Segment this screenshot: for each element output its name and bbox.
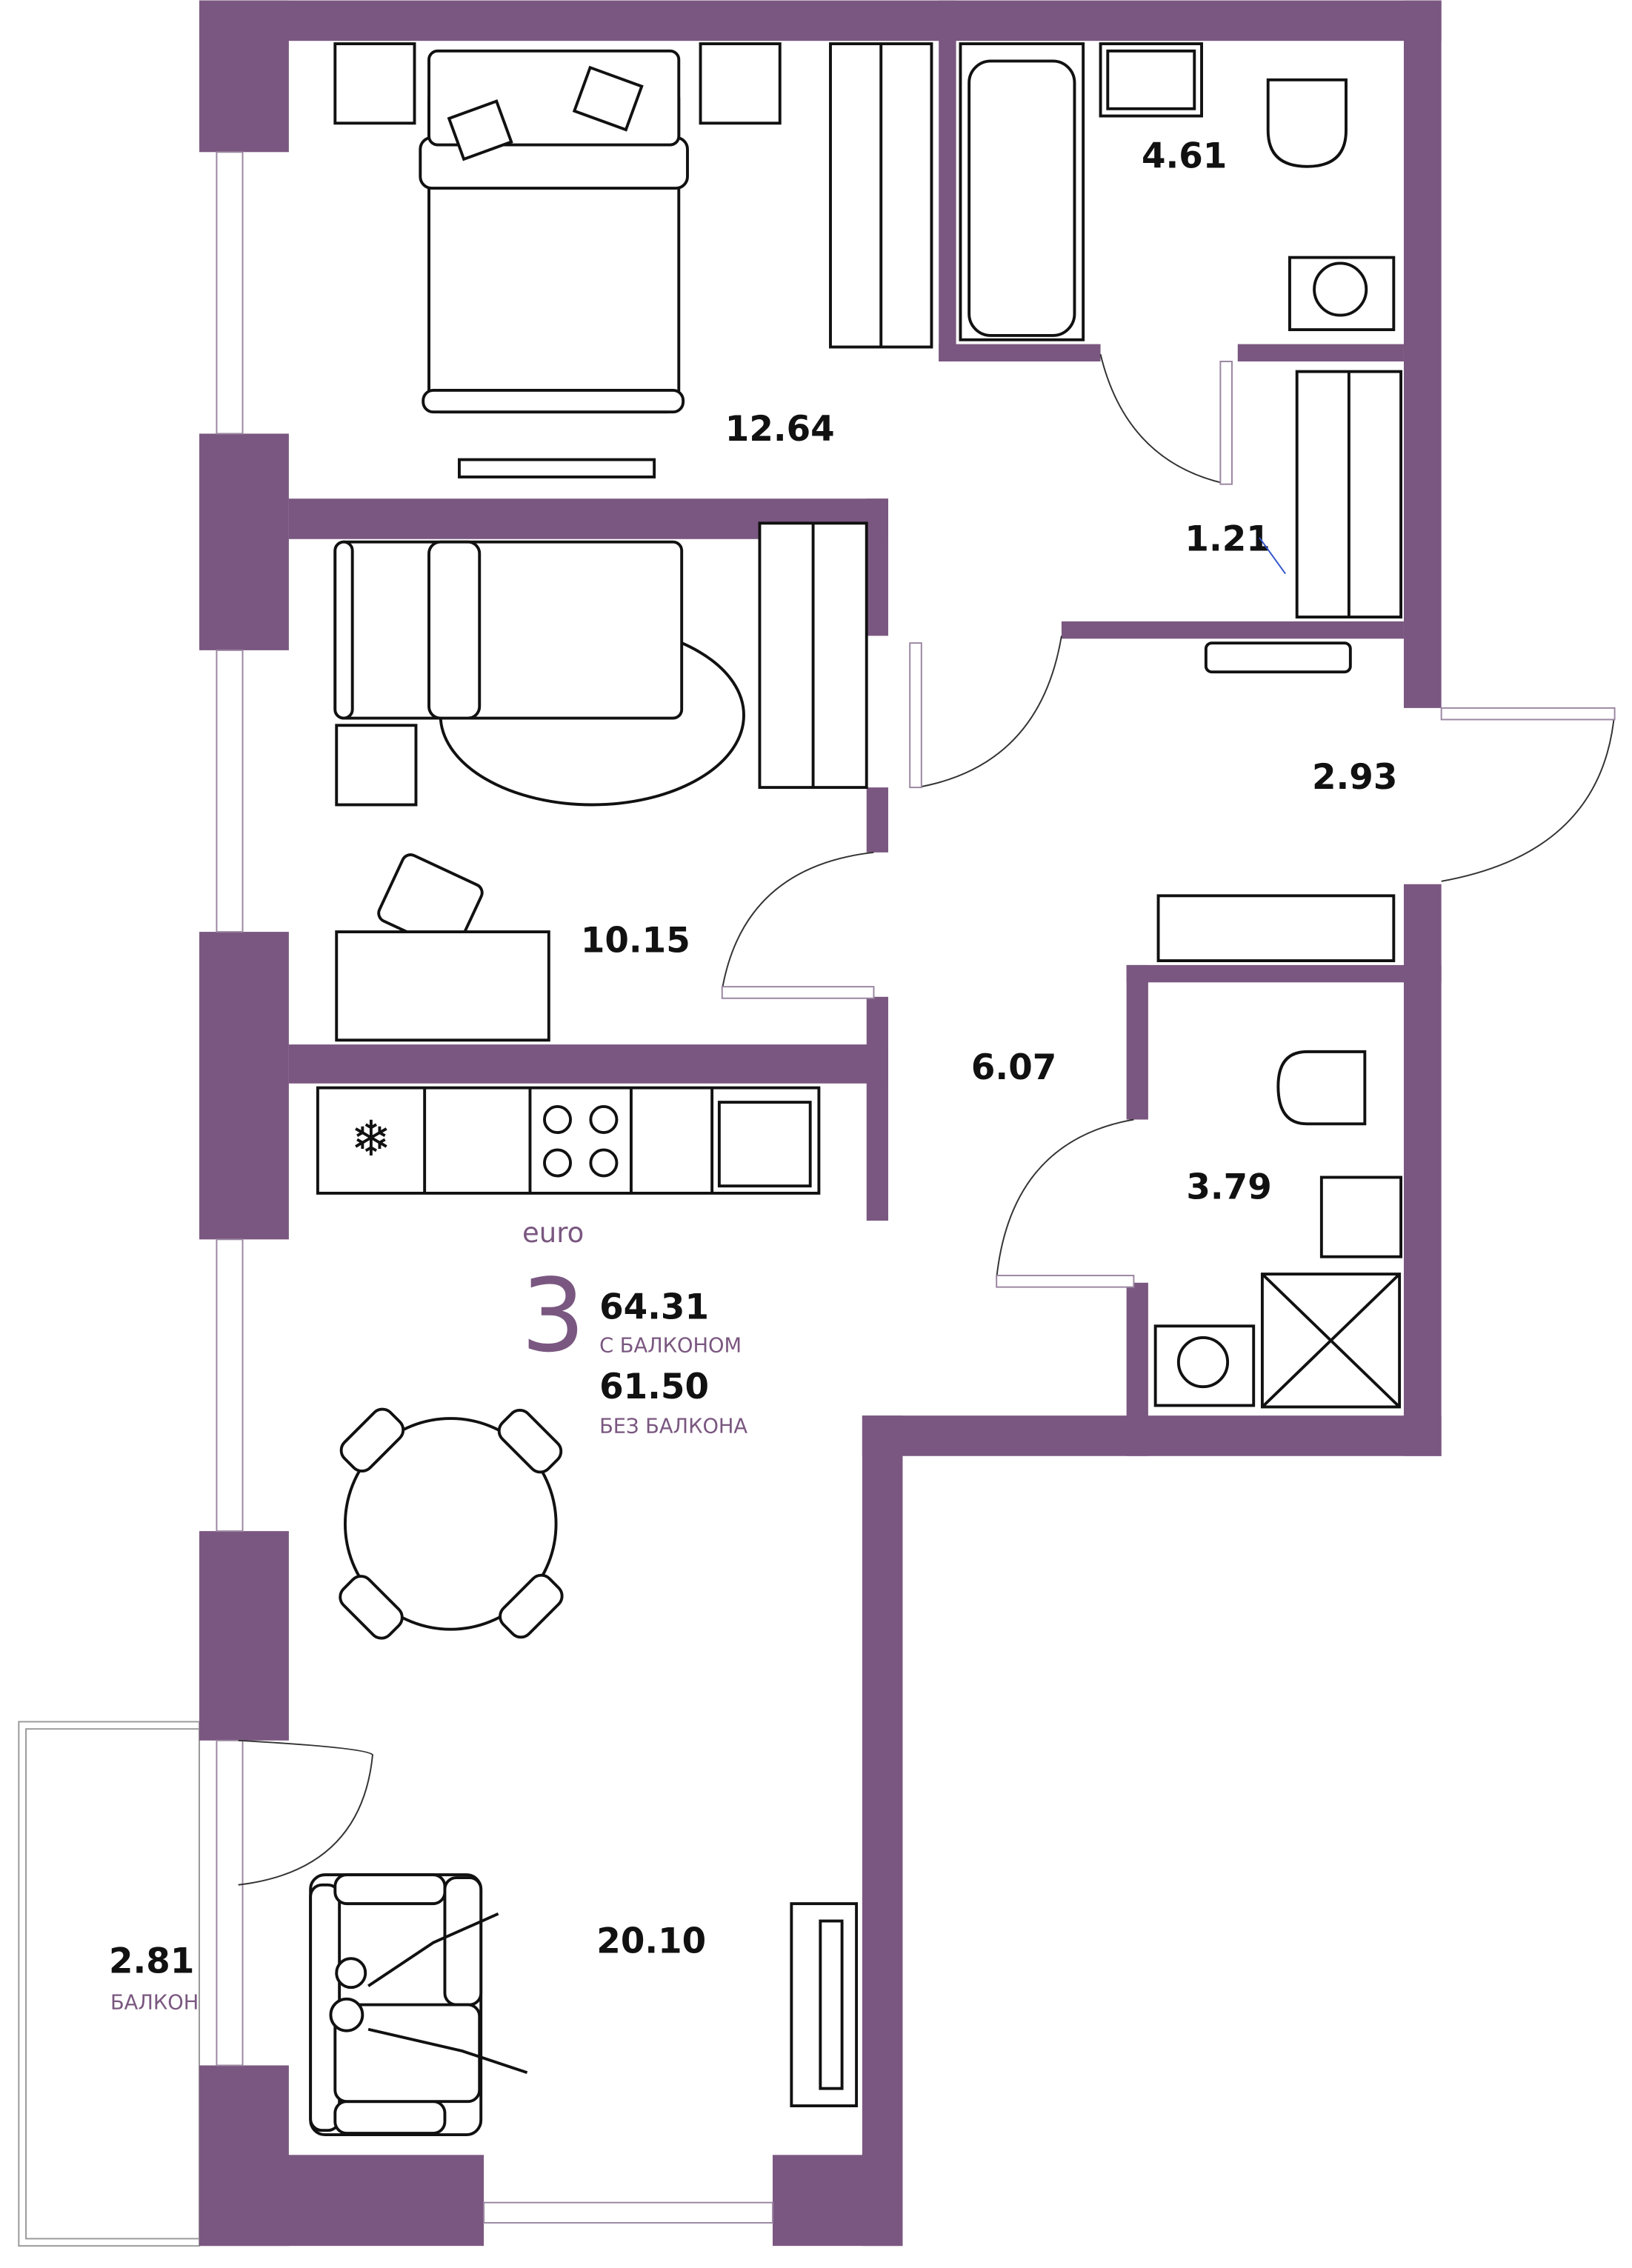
- sink: [1099, 42, 1203, 118]
- dining-table: [339, 1407, 564, 1640]
- sink-wc: [1319, 1175, 1403, 1258]
- with-balcony-label: С БАЛКОНОМ: [599, 1334, 742, 1357]
- living-sofa: [309, 1873, 528, 2136]
- toilet-wc-icon: [1276, 1050, 1367, 1126]
- rooms-count: 3: [521, 1257, 585, 1375]
- hall-wardrobe: [1156, 894, 1396, 963]
- balcony-label: БАЛКОН: [110, 1991, 199, 2014]
- area-bedroom-main: 12.64: [725, 410, 835, 450]
- washing-machine-wc: [1153, 1324, 1256, 1407]
- wardrobe-bedroom-2: [758, 521, 868, 790]
- area-balcony: 2.81: [109, 1942, 194, 1982]
- washing-machine: [1288, 256, 1396, 332]
- wardrobe-closet: [1295, 370, 1403, 619]
- class-label: euro: [522, 1217, 584, 1249]
- tv-unit: [790, 1902, 859, 2108]
- windows: [216, 151, 773, 2224]
- tv-stand: [458, 458, 656, 478]
- doors: [238, 354, 1616, 1886]
- total-with-balcony: 64.31: [599, 1288, 709, 1328]
- area-closet: 1.21: [1185, 519, 1270, 559]
- radiator-hall: [1204, 641, 1352, 674]
- area-bathroom: 4.61: [1142, 137, 1227, 177]
- toilet-icon: [1266, 78, 1348, 168]
- bed-single: [333, 540, 745, 807]
- total-without-balcony: 61.50: [599, 1367, 709, 1407]
- area-living-kitchen: 20.10: [596, 1921, 706, 1961]
- area-bedroom-second: 10.15: [581, 921, 690, 961]
- without-balcony-label: БЕЗ БАЛКОНА: [599, 1415, 747, 1438]
- bed-double: [333, 42, 782, 414]
- fridge-snowflake-icon: ❄: [350, 1110, 392, 1167]
- shower: [1260, 1273, 1402, 1409]
- balcony-outline: [18, 1721, 201, 2247]
- area-wc: 3.79: [1186, 1168, 1271, 1208]
- nightstand: [335, 724, 418, 807]
- area-hall-entry: 2.93: [1312, 758, 1397, 798]
- radiator-wardrobe-1: [829, 42, 933, 349]
- closet-leader-line: [1259, 537, 1286, 575]
- area-corridor: 6.07: [971, 1048, 1056, 1088]
- kitchen-counter: [316, 1086, 821, 1195]
- bathtub: [959, 42, 1085, 341]
- desk-with-chair: [335, 853, 550, 1042]
